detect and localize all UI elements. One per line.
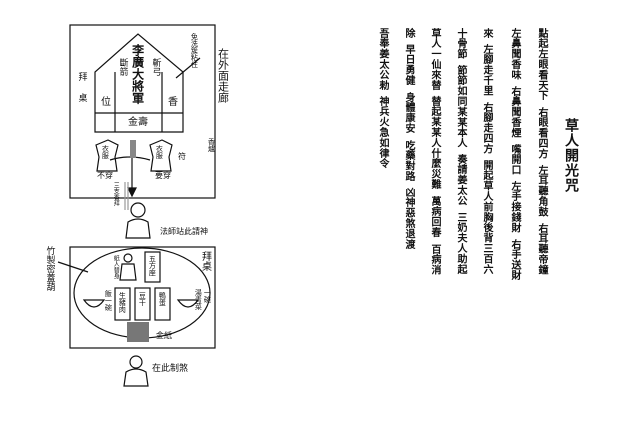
incantation-phrase: 神兵火急如律令 (377, 96, 388, 170)
incantation-phrase: 右手送財 (509, 239, 520, 281)
incantation-column: 十骨節節節如同某某本人奏請姜太公三奶夫人助起 (455, 28, 466, 281)
veg-bowl-label: 一碗 (203, 289, 212, 303)
lower-table-label: 拜桌 (199, 251, 211, 271)
label-seat: 位 (101, 97, 111, 108)
clothes-right-icon (149, 139, 173, 172)
priest-invite-caption: 法師站此請神 (160, 227, 208, 236)
incantation-phrase: 來 (481, 28, 492, 39)
label-cut-bow: 斬弓 (150, 58, 161, 76)
wear-label: 要穿 (155, 171, 171, 180)
outside-label: 在外面走廊 (216, 48, 230, 103)
talisman-label: 符 (178, 152, 186, 161)
clothes-right-label: 衣服 (155, 145, 164, 159)
incantation-phrase: 點起左眼看天下 (536, 28, 547, 101)
not-wear-label: 不穿 (97, 171, 113, 180)
incantation-phrase: 左手接錢財 (509, 181, 520, 234)
five-seat-label: 五方座 (148, 255, 157, 276)
incantation-phrase: 左耳聽角鼓 (536, 164, 547, 217)
egg-label: 鴨蛋 (158, 292, 167, 306)
incantation-column: 來左腳走千里右腳走四方開起草人前胸後背三百六 (481, 28, 492, 281)
label-incense: 香 (168, 97, 178, 108)
pork-label: 生豬肉 (118, 292, 127, 313)
incense-label: 三支香拜 (112, 182, 120, 206)
incantation-phrase: 右腳走四方 (481, 102, 492, 155)
cover-label: 竹製密蓋葫 (44, 246, 55, 291)
incantation-phrase: 百病消 (429, 243, 440, 275)
table-label: 拜桌 (76, 72, 87, 114)
incantation-title: 草人開光咒 (563, 118, 579, 193)
veg-label: 湯青菜 (194, 289, 203, 310)
incantation-phrase: 替起某某人什麼災難 (429, 96, 440, 191)
incantation-phrase: 萬病回春 (429, 196, 440, 238)
incantation-phrase: 左腳走千里 (481, 44, 492, 97)
incantation-phrase: 嘴開口 (509, 144, 520, 176)
incantation-phrase: 奏請姜太公 (455, 154, 466, 207)
incantation-phrase: 身體康安 (403, 92, 414, 134)
rice-label: 飯一碗 (104, 290, 113, 311)
label-gold-longevity: 金壽 (128, 117, 148, 128)
incantation-phrase: 右耳聽帝鐘 (536, 222, 547, 275)
lower-frame (69, 246, 216, 349)
incantation-phrase: 開起草人前胸後背三百六 (481, 160, 492, 275)
incantation-phrase: 左鼻聞香味 (509, 28, 520, 80)
incantation-column: 草人一仙來替替起某某人什麼災難萬病回春百病消 (429, 28, 440, 281)
incantation-column: 除早日勇健身體康安吃藥對路凶神惡煞退渡 (403, 28, 414, 256)
tofu-label: 豆干 (138, 292, 147, 306)
gold-paper-icon (127, 322, 149, 342)
paper-figure-label: 紙人替身 (112, 255, 120, 279)
incantation-phrase: 除 (403, 28, 414, 39)
general-name: 李廣大將軍 (130, 44, 145, 104)
upper-frame (69, 24, 216, 199)
incantation-column: 點起左眼看天下右眼看四方左耳聽角鼓右耳聽帝鐘 (536, 28, 547, 281)
incantation-phrase: 草人一仙來替 (429, 28, 440, 91)
incantation-phrase: 十骨節 (455, 28, 466, 60)
label-broken-arrow: 斷箭 (117, 58, 128, 76)
incantation-phrase: 早日勇健 (403, 44, 414, 87)
incantation-phrase: 吃藥對路 (403, 139, 414, 182)
note-arrow (175, 57, 201, 79)
incantation-phrase: 右眼看四方 (536, 106, 547, 159)
incantation-column: 左鼻聞香味右鼻聞香煙嘴開口左手接錢財右手送財 (509, 28, 520, 287)
gold-paper-label: 金紙 (156, 331, 172, 340)
priest-subdue-caption: 在此制煞 (152, 364, 189, 374)
priest-icon (130, 202, 146, 218)
incantation-column: 吾奉姜太公勑神兵火急如律令 (377, 28, 388, 175)
note-label: 免洗簇粘住 (190, 33, 199, 68)
incantation-phrase: 節節如同某某本人 (455, 65, 466, 149)
clothes-left-label: 衣服 (101, 145, 110, 159)
clothes-left-icon (95, 139, 119, 172)
incense-burner-label: 香爐 (207, 138, 216, 152)
incantation-phrase: 三奶夫人助起 (455, 212, 466, 275)
incantation-phrase: 右鼻聞香煙 (509, 86, 520, 138)
incantation-phrase: 吾奉姜太公勑 (377, 28, 388, 91)
altar-house (94, 33, 184, 133)
incantation-phrase: 凶神惡煞退渡 (403, 187, 414, 250)
